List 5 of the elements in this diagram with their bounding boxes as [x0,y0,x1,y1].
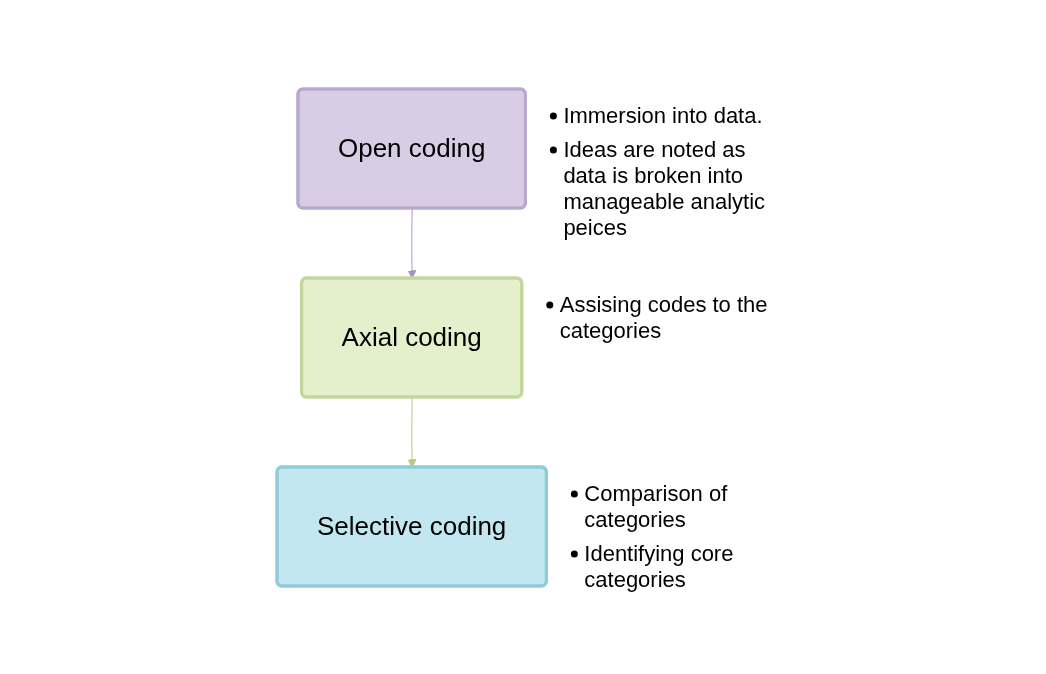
bullet-text: Assising codes to the categories [559,291,768,343]
bullet-text: Ideas are noted as data is broken into manageable analytic peices [563,136,765,240]
bullet-text: Identifying core categories [584,540,734,592]
bullet-text: Comparison of categories [584,480,727,532]
bullet-text: Immersion into data. [563,102,763,128]
